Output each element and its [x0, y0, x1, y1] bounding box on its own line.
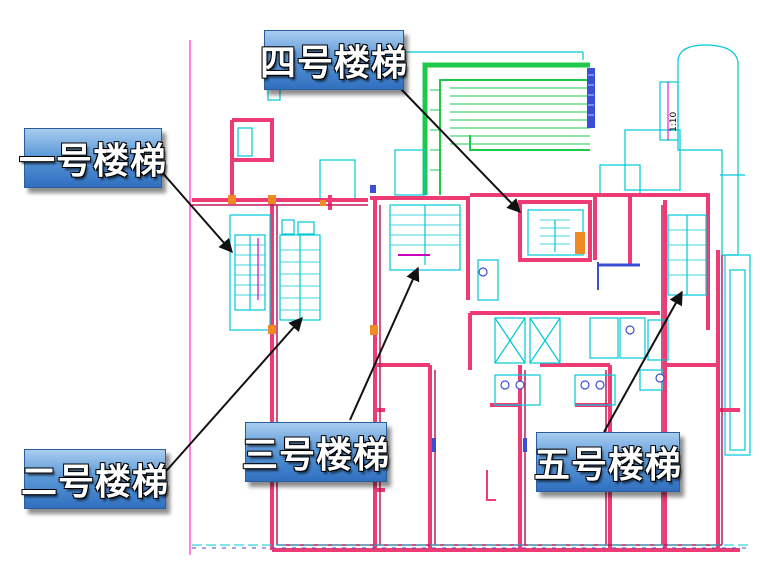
arrow-stair-3 — [349, 266, 420, 421]
stair-4-plan — [527, 209, 584, 256]
label-stair-3: 三号楼梯 — [242, 422, 389, 482]
arrow-stair-5 — [603, 290, 683, 433]
stair-5-plan — [667, 214, 707, 296]
ramp-ratio-annotation: 1:10 — [669, 112, 679, 132]
label-stair-4: 四号楼梯 — [260, 30, 407, 90]
label-stair-5: 五号楼梯 — [534, 432, 681, 492]
pointer-arrows — [159, 87, 683, 479]
stair-3-plan — [389, 204, 461, 271]
exterior-walls — [192, 118, 740, 552]
arrow-stair-2 — [159, 316, 303, 479]
arrow-stair-4 — [399, 87, 521, 214]
arrow-stair-1 — [159, 169, 233, 254]
green-stair-structure — [422, 62, 595, 195]
label-stair-2: 二号楼梯 — [21, 449, 168, 509]
stair-2-plan — [279, 219, 321, 321]
elevator-shafts — [477, 259, 669, 406]
stair-1-plan — [229, 214, 271, 331]
label-stair-1: 一号楼梯 — [19, 128, 166, 188]
